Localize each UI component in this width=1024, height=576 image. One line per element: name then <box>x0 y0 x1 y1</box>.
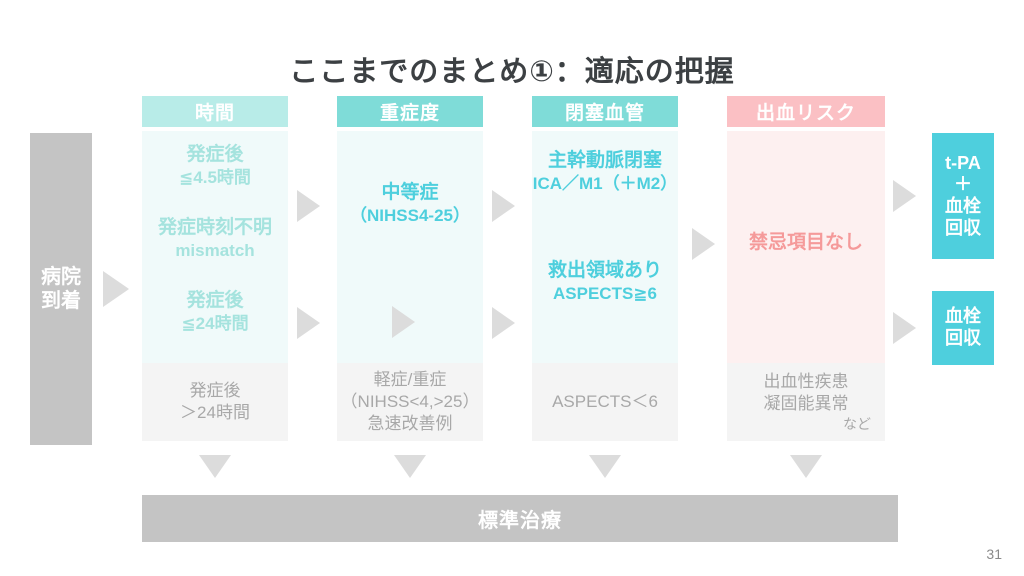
outcome-thrombectomy-line1: 血栓 <box>945 306 981 327</box>
bleeding-item-1: 禁忌項目なし <box>748 232 863 253</box>
time-item-2: 発症時刻不明 mismatch <box>157 217 272 260</box>
severity-excluded-line2: （NIHSS<4,>25） <box>340 391 480 411</box>
arrow-time-to-severity-bottom-icon <box>297 307 320 339</box>
vessel-item-2: 救出領域あり ASPECTS≧6 <box>547 260 662 303</box>
outcome-tpa-line4: 回収 <box>945 217 981 238</box>
page-title: ここまでのまとめ①：適応の把握 <box>289 56 735 88</box>
column-bleeding-included-cells: 禁忌項目なし <box>727 131 885 363</box>
outcome-tpa-line3: 血栓 <box>945 196 981 216</box>
time-excluded-line2: ＞24時間 <box>180 403 250 422</box>
arrow-bleeding-to-standard-icon <box>790 455 822 478</box>
column-severity-excluded-cell: 軽症/重症 （NIHSS<4,>25） 急速改善例 <box>337 363 483 441</box>
entry-box-line2: 到着 <box>41 290 81 312</box>
column-header-time: 時間 <box>142 96 288 127</box>
column-bleeding-excluded-cell: 出血性疾患 凝固能異常 など <box>727 363 885 441</box>
arrow-time-to-severity-top-icon <box>297 190 320 222</box>
outcome-tpa-line2: ＋ <box>954 174 972 195</box>
column-header-occluded-vessel: 閉塞血管 <box>532 96 678 127</box>
arrow-vessel-to-bleeding-icon <box>692 228 715 260</box>
time-excluded-line1: 発症後 <box>189 380 241 400</box>
entry-box-hospital-arrival: 病院 到着 <box>30 133 92 445</box>
time-item-3: 発症後 ≦24時間 <box>181 290 249 333</box>
arrow-time-to-standard-icon <box>199 455 231 478</box>
bleeding-excluded-line3: など <box>843 416 871 432</box>
column-time-included-cells: 発症後 ≦4.5時間 発症時刻不明 mismatch 発症後 ≦24時間 <box>142 131 288 363</box>
arrow-bleeding-to-tpa-icon <box>893 180 916 212</box>
arrow-inside-severity-icon <box>392 306 415 338</box>
severity-item-1: 中等症 （NIHSS4-25） <box>350 182 470 225</box>
outcome-box-thrombectomy: 血栓 回収 <box>932 291 994 365</box>
column-body-occluded-vessel: 主幹動脈閉塞 ICA／M1（＋M2） 救出領域あり ASPECTS≧6 ASPE… <box>532 131 678 441</box>
column-header-severity: 重症度 <box>337 96 483 127</box>
bleeding-excluded-line2: 凝固能異常 <box>763 393 849 413</box>
arrow-severity-to-standard-icon <box>394 455 426 478</box>
arrow-severity-to-vessel-top-icon <box>492 190 515 222</box>
arrow-entry-to-time-icon <box>103 271 129 307</box>
entry-box-line1: 病院 <box>41 265 81 288</box>
column-body-time: 発症後 ≦4.5時間 発症時刻不明 mismatch 発症後 ≦24時間 発症後… <box>142 131 288 441</box>
column-time-excluded-cell: 発症後 ＞24時間 <box>142 363 288 441</box>
severity-excluded-line3: 急速改善例 <box>367 414 453 434</box>
column-vessel-included-cells: 主幹動脈閉塞 ICA／M1（＋M2） 救出領域あり ASPECTS≧6 <box>532 131 678 363</box>
time-item-1: 発症後 ≦4.5時間 <box>179 144 251 187</box>
arrow-vessel-to-standard-icon <box>589 455 621 478</box>
column-severity-included-cells: 中等症 （NIHSS4-25） <box>337 131 483 363</box>
standard-treatment-bar: 標準治療 <box>142 495 898 542</box>
column-header-bleeding-risk: 出血リスク <box>727 96 885 127</box>
outcome-box-tpa-plus-thrombectomy: t-PA ＋ 血栓 回収 <box>932 133 994 259</box>
bleeding-excluded-line1: 出血性疾患 <box>763 371 849 391</box>
arrow-bleeding-to-thrombectomy-icon <box>893 312 916 344</box>
severity-excluded-line1: 軽症/重症 <box>373 369 447 389</box>
page-number: 31 <box>986 546 1002 562</box>
arrow-severity-to-vessel-bottom-icon <box>492 307 515 339</box>
column-vessel-excluded-cell: ASPECTS＜6 <box>532 363 678 441</box>
vessel-item-1: 主幹動脈閉塞 ICA／M1（＋M2） <box>532 150 678 193</box>
outcome-thrombectomy-line2: 回収 <box>945 328 981 348</box>
column-body-severity: 中等症 （NIHSS4-25） 軽症/重症 （NIHSS<4,>25） 急速改善… <box>337 131 483 441</box>
vessel-excluded-line1: ASPECTS＜6 <box>552 391 658 411</box>
column-body-bleeding-risk: 禁忌項目なし 出血性疾患 凝固能異常 など <box>727 131 885 441</box>
outcome-tpa-line1: t-PA <box>945 152 981 173</box>
